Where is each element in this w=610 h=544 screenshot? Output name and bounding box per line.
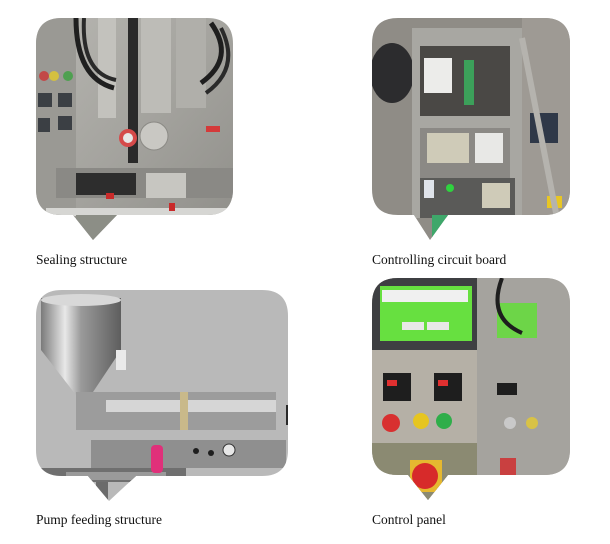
- circuit-board-caption: Controlling circuit board: [372, 252, 507, 267]
- sealing-structure-photo: [36, 18, 236, 243]
- pump-feeding-photo: [36, 290, 291, 505]
- control-panel-photo: [372, 278, 572, 503]
- pump-feeding-caption: Pump feeding structure: [36, 512, 162, 527]
- sealing-structure-caption: Sealing structure: [36, 252, 128, 267]
- control-panel-caption: Control panel: [372, 512, 446, 527]
- circuit-board-photo: [372, 18, 572, 243]
